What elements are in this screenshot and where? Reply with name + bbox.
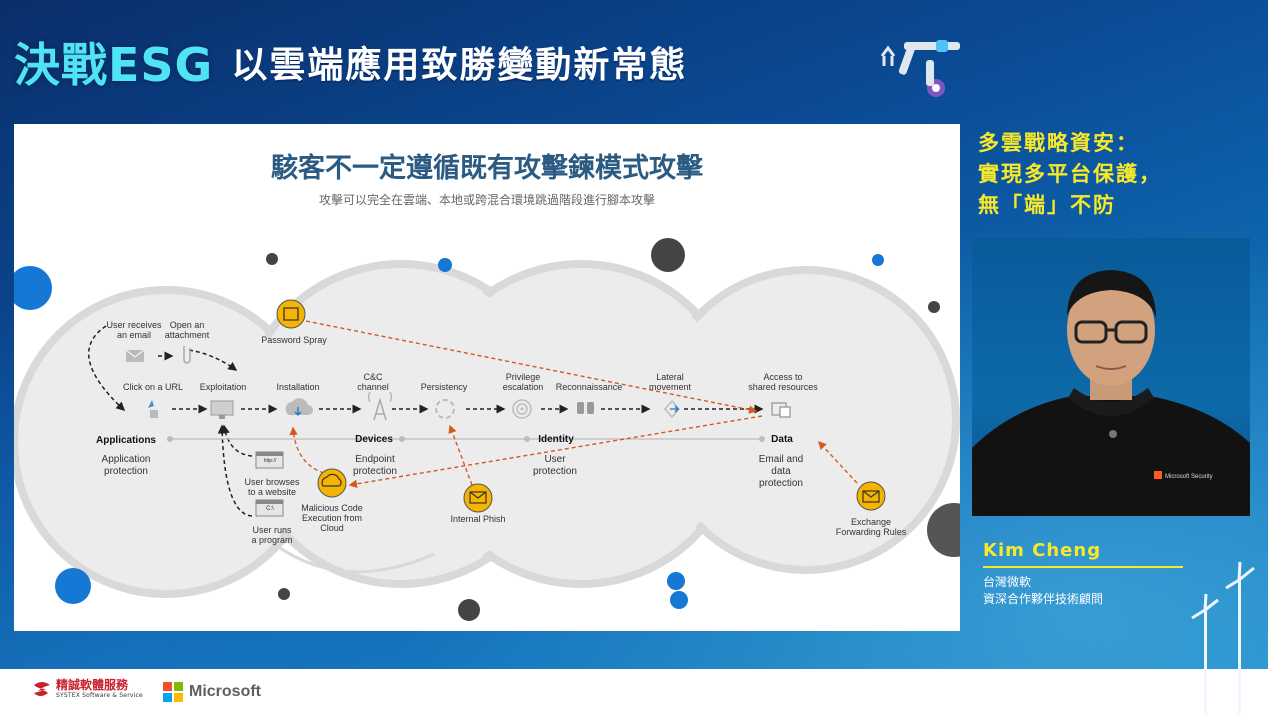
privilege-escalation-icon: [512, 399, 532, 419]
zone-endpoint-protection: Endpoint protection: [353, 454, 397, 477]
zone-circles: [14, 260, 960, 598]
slide-subtitle: 攻擊可以完全在雲端、本地或跨混合環境跳過階段進行腳本攻擊: [318, 193, 655, 207]
label-internal-phish: Internal Phish: [450, 514, 506, 524]
systex-logo: 精誠軟體服務 SYSTEX Software & Service: [32, 679, 143, 699]
zone-devices: Devices: [355, 434, 393, 445]
microsoft-logo: Microsoft: [163, 682, 261, 702]
label-lateral-movement: Lateral movement: [648, 372, 692, 392]
exchange-rules-icon: [856, 481, 886, 511]
speaker-portrait: Microsoft Security: [972, 270, 1250, 516]
shared-resources-icon: [771, 402, 791, 418]
label-malicious-code: Malicious Code Execution from Cloud: [301, 503, 363, 533]
shirt-logo-text: Microsoft Security: [1165, 474, 1213, 480]
systex-name: 精誠軟體服務: [56, 678, 129, 692]
label-installation: Installation: [276, 382, 320, 392]
label-click-url: Click on a URL: [122, 382, 184, 392]
session-title-line-3: 無「端」不防: [978, 193, 1116, 217]
installation-icon: [285, 398, 313, 416]
speaker-divider: [983, 566, 1183, 568]
click-url-icon: [148, 400, 160, 418]
browser-window-icon: [255, 451, 284, 469]
attack-chain-diagram: [14, 238, 960, 621]
banner-title-sub: 以雲端應用致勝變動新常態: [231, 45, 688, 86]
label-user-runs: User runs a program: [251, 525, 293, 545]
label-open-attachment: Open an attachment: [164, 320, 210, 340]
zone-data: Data: [771, 434, 793, 445]
decorative-dots: [14, 238, 960, 621]
event-banner: 決戰ESG 以雲端應用致勝變動新常態: [14, 30, 687, 94]
email-icon: [125, 349, 145, 362]
zone-application-protection: Application protection: [101, 454, 151, 477]
speaker-role: 資深合作夥伴技術顧問: [983, 592, 1104, 606]
session-title-line-1: 多雲戰略資安：: [978, 131, 1139, 155]
robot-arm-icon: [880, 40, 960, 97]
attachment-icon: [183, 346, 191, 364]
persistency-icon: [435, 399, 455, 419]
session-title-line-2: 實現多平台保護，: [978, 162, 1162, 186]
zone-axis: [167, 436, 765, 442]
label-reconnaissance: Reconnaissance: [555, 382, 623, 392]
footer-bar: [0, 669, 1268, 714]
microsoft-wordmark: Microsoft: [189, 683, 261, 700]
label-user-receives-email: User receives an email: [106, 320, 162, 340]
internal-phish-icon: [463, 483, 493, 513]
speaker-company: 台灣微軟: [983, 575, 1032, 589]
zone-email-data-protection: Email and data protection: [758, 454, 804, 489]
label-persistency: Persistency: [420, 382, 468, 392]
speaker-name: Kim Cheng: [983, 540, 1102, 561]
systex-subtitle: SYSTEX Software & Service: [56, 692, 143, 699]
browser-url-text: http://: [263, 458, 277, 464]
exploitation-icon: [210, 400, 234, 419]
banner-title-main: 決戰ESG: [14, 38, 214, 92]
label-cnc-channel: C&C channel: [357, 372, 389, 392]
wind-turbine-icon: [1191, 561, 1255, 714]
zone-user-protection: User protection: [533, 454, 577, 477]
zone-identity: Identity: [538, 434, 574, 445]
session-title: 多雲戰略資安： 實現多平台保護， 無「端」不防: [978, 128, 1248, 221]
speaker-video: Microsoft Security: [972, 238, 1250, 516]
malicious-code-icon: [317, 468, 347, 498]
lateral-movement-icon: [664, 399, 680, 419]
microsoft-logo-icon: [163, 682, 183, 702]
label-password-spray: Password Spray: [261, 335, 327, 345]
password-spray-icon: [276, 299, 306, 329]
presentation-slide: 駭客不一定遵循既有攻擊鍊模式攻擊 攻擊可以完全在雲端、本地或跨混合環境跳過階段進…: [14, 124, 960, 631]
label-exchange-rules: Exchange Forwarding Rules: [835, 517, 907, 537]
label-privilege-escalation: Privilege escalation: [502, 372, 544, 392]
zone-applications: Applications: [95, 435, 156, 446]
speaker-affiliation: 台灣微軟 資深合作夥伴技術顧問: [983, 574, 1103, 608]
slide-title: 駭客不一定遵循既有攻擊鍊模式攻擊: [271, 153, 703, 184]
systex-logo-icon: [34, 682, 50, 696]
label-exploitation: Exploitation: [199, 382, 247, 392]
reconnaissance-icon: [577, 402, 594, 414]
label-access-shared-resources: Access to shared resources: [748, 372, 818, 392]
terminal-prompt-text: C:\: [266, 506, 274, 512]
label-user-browses: User browses to a website: [244, 477, 300, 497]
terminal-window-icon: [255, 499, 284, 517]
cnc-channel-icon: [368, 391, 392, 421]
bypass-arrows: [289, 320, 858, 488]
